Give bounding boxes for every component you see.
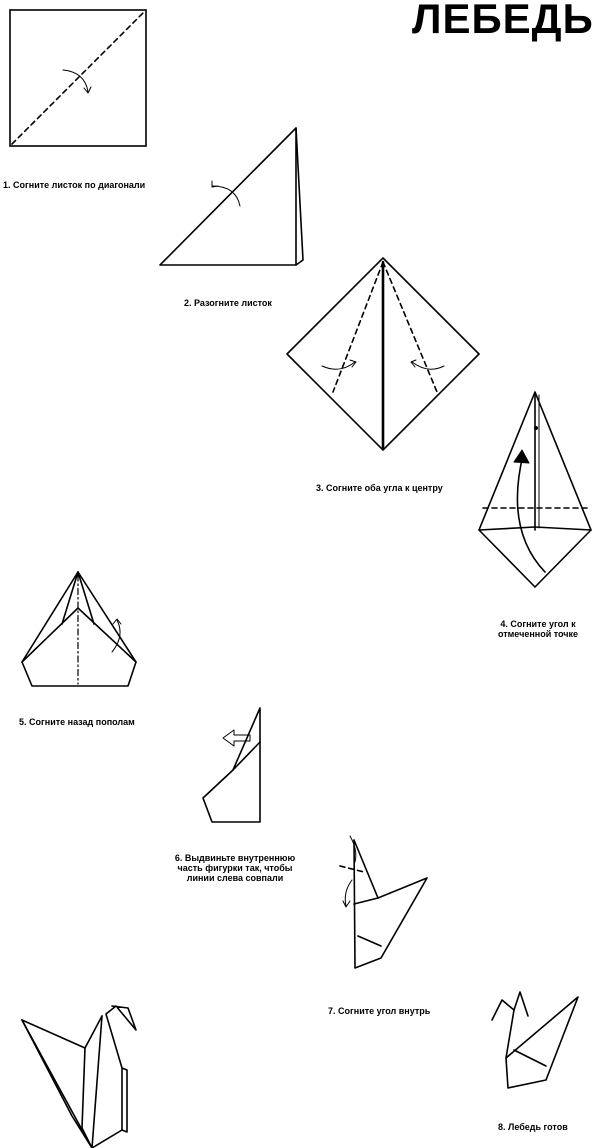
- step-5-caption: 5. Согните назад пополам: [19, 717, 135, 727]
- step-4-caption: 4. Согните угол к отмеченной точке: [486, 619, 590, 639]
- step-5-figure: [22, 572, 136, 686]
- fold-arrow-icon: [412, 362, 444, 369]
- step-6-caption: 6. Выдвиньте внутреннюю часть фигурки та…: [160, 853, 310, 883]
- step-2-figure: [160, 128, 303, 265]
- step-3-figure: [287, 258, 479, 450]
- step-7-caption: 7. Согните угол внутрь: [328, 1006, 430, 1016]
- step-3-caption: 3. Согните оба угла к центру: [316, 483, 443, 493]
- step-6-caption-line-1: 6. Выдвиньте внутреннюю: [160, 853, 310, 863]
- step-2-caption: 2. Разогните листок: [184, 298, 272, 308]
- fold-arrow-icon: [345, 880, 352, 906]
- step-4-caption-line-2: отмеченной точке: [486, 629, 590, 639]
- step-1-caption: 1. Согните листок по диагонали: [3, 180, 145, 190]
- step-8-caption: 8. Лебедь готов: [498, 1122, 568, 1132]
- step-6-caption-line-3: линии слева совпали: [160, 873, 310, 883]
- step-8-figure: [492, 992, 578, 1088]
- step-4-figure: [479, 392, 591, 587]
- slide-arrow-icon: [223, 730, 250, 746]
- step-4-caption-line-1: 4. Согните угол к: [486, 619, 590, 629]
- step-6-figure: [203, 708, 260, 822]
- step-7-figure: [340, 836, 427, 968]
- step-1-figure: [10, 10, 146, 146]
- fold-arrow-icon: [350, 836, 356, 862]
- fold-arrow-icon: [322, 362, 355, 369]
- swan-illustration: [22, 1006, 136, 1148]
- step-6-caption-line-2: часть фигурки так, чтобы: [160, 863, 310, 873]
